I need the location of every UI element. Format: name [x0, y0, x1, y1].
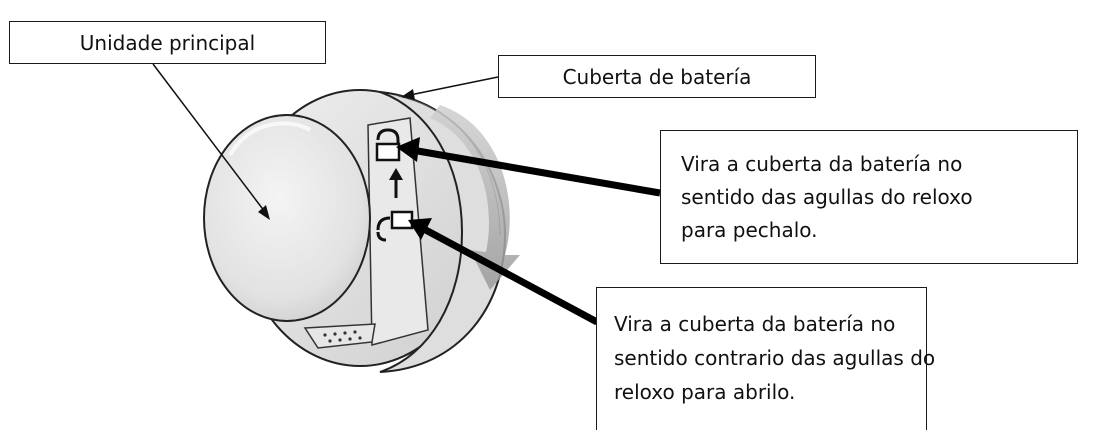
open-instruction-line: sentido contrario das agullas do: [614, 346, 936, 370]
lock-closed-icon: [375, 128, 401, 162]
leader-close-instruction: [396, 137, 661, 197]
open-instruction-line: Vira a cuberta da batería no: [614, 312, 896, 336]
close-instruction-line: para pechalo.: [681, 218, 818, 242]
close-instruction-line: Vira a cuberta da batería no: [681, 152, 963, 176]
arrow-up-icon: [389, 168, 403, 198]
main-unit-label: Unidade principal: [9, 21, 326, 64]
close-instruction-line: sentido das agullas do reloxo: [681, 185, 973, 209]
battery-cover-label: Cuberta de batería: [498, 55, 816, 98]
leader-main-unit: [152, 63, 270, 220]
bottom-vent: [303, 323, 376, 349]
camera-dome: [203, 114, 371, 322]
main-unit-text: Unidade principal: [79, 31, 256, 55]
open-instruction-callout: Vira a cuberta da batería no sentido con…: [596, 287, 936, 430]
rotation-arrow-icon: [430, 105, 520, 290]
open-instruction-line: reloxo para abrilo.: [614, 380, 796, 404]
battery-cover-text: Cuberta de batería: [562, 65, 752, 89]
leader-battery-cover: [401, 76, 499, 100]
close-instruction-callout: Vira a cuberta da batería no sentido das…: [660, 130, 1078, 264]
leader-open-instruction: [408, 218, 599, 326]
